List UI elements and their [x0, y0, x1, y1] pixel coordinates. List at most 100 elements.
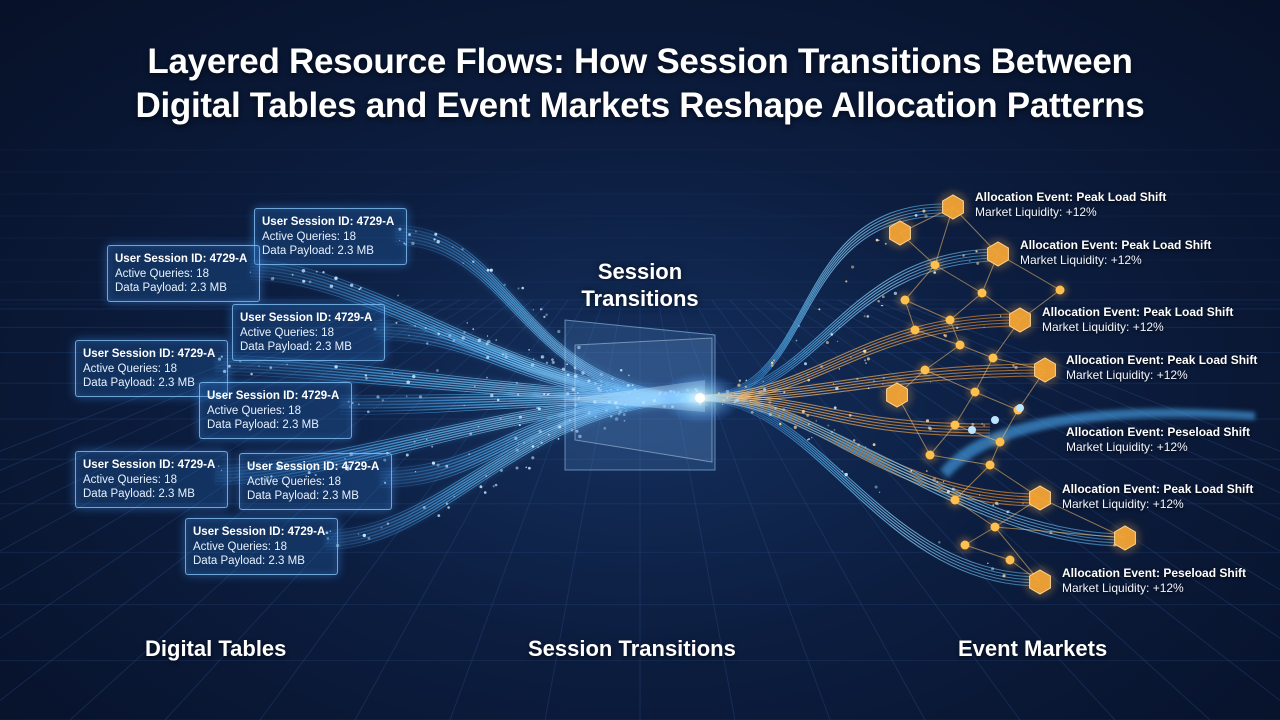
- flow-particle: [863, 350, 866, 353]
- flow-particle: [865, 446, 867, 448]
- flow-particle: [411, 242, 415, 246]
- flow-particle: [557, 330, 560, 333]
- flow-particle: [518, 443, 519, 444]
- flow-particle: [425, 327, 427, 329]
- flow-particle: [478, 426, 480, 428]
- flow-particle: [302, 269, 306, 273]
- flow-particle: [358, 533, 359, 534]
- flow-particle: [436, 369, 439, 372]
- flow-particle: [834, 406, 837, 409]
- network-node: [986, 461, 995, 470]
- node-glow: [1004, 304, 1036, 336]
- flow-particle: [763, 388, 766, 391]
- center-label-line-1: Session: [560, 258, 720, 285]
- network-node: [911, 326, 920, 335]
- flow-particle: [487, 269, 490, 272]
- flow-particle: [769, 413, 772, 416]
- flow-particle: [864, 359, 866, 361]
- flow-particle: [778, 415, 780, 417]
- flow-particle: [452, 246, 453, 247]
- flow-particle: [850, 356, 851, 357]
- flow-particle: [408, 335, 410, 337]
- flow-particle: [806, 414, 809, 417]
- flow-particle: [528, 467, 531, 470]
- flow-particle: [448, 334, 451, 337]
- flow-particle: [391, 373, 393, 375]
- flow-particle: [804, 362, 807, 365]
- flow-particle: [495, 339, 497, 341]
- flow-particle: [894, 292, 897, 295]
- flow-particle: [538, 407, 541, 410]
- network-node: [951, 421, 960, 430]
- flow-particle: [431, 446, 433, 448]
- network-node: [931, 261, 940, 270]
- flow-particle: [533, 309, 534, 310]
- flow-particle: [878, 240, 879, 241]
- flow-particle: [737, 384, 740, 387]
- data-payload: Data Payload: 2.3 MB: [83, 487, 221, 502]
- flow-particle: [408, 233, 411, 236]
- flow-particle: [820, 365, 823, 368]
- flow-particle: [851, 265, 854, 268]
- market-liquidity: Market Liquidity: +12%: [1066, 368, 1257, 383]
- flow-particle: [330, 284, 333, 287]
- session-id: User Session ID: 4729-A: [193, 525, 331, 540]
- flow-particle: [302, 280, 305, 283]
- active-queries: Active Queries: 18: [262, 230, 400, 245]
- node-glow: [884, 217, 916, 249]
- flow-particle: [436, 240, 439, 243]
- session-card: User Session ID: 4729-A Active Queries: …: [232, 304, 385, 361]
- flow-particle: [1000, 315, 1001, 316]
- flow-particle: [365, 377, 367, 379]
- flow-particle: [794, 358, 795, 359]
- flow-particle: [882, 305, 883, 306]
- session-card: User Session ID: 4729-A Active Queries: …: [107, 245, 260, 302]
- allocation-event-label: Allocation Event: Peseload Shift Market …: [1066, 425, 1250, 455]
- flow-particle: [532, 445, 535, 448]
- flow-particle: [486, 342, 489, 345]
- flow-particle: [447, 506, 450, 509]
- flow-particle: [775, 407, 777, 409]
- flow-particle: [1009, 510, 1010, 511]
- market-liquidity: Market Liquidity: +12%: [1020, 253, 1211, 268]
- flow-particle: [837, 341, 838, 342]
- network-node: [1006, 556, 1015, 565]
- flow-particle: [415, 231, 417, 233]
- flow-particle: [877, 300, 879, 302]
- active-queries: Active Queries: 18: [83, 362, 221, 377]
- session-transitions-label: Session Transitions: [560, 258, 720, 312]
- flow-particle: [273, 277, 275, 279]
- flow-particle: [831, 431, 834, 434]
- flow-particle: [486, 356, 489, 359]
- flow-particle: [543, 393, 545, 395]
- flow-particle: [531, 363, 534, 366]
- flow-particle: [865, 362, 867, 364]
- ribbon-node: [991, 416, 999, 424]
- flow-particle: [461, 248, 463, 250]
- allocation-event-label: Allocation Event: Peseload Shift Market …: [1062, 566, 1246, 596]
- flow-particle: [365, 374, 367, 376]
- flow-particle: [992, 504, 994, 506]
- active-queries: Active Queries: 18: [240, 326, 378, 341]
- flow-particle: [983, 424, 985, 426]
- allocation-event-label: Allocation Event: Peak Load Shift Market…: [1020, 238, 1211, 268]
- flow-particle: [926, 470, 928, 472]
- flow-particle: [546, 362, 548, 364]
- data-payload: Data Payload: 2.3 MB: [115, 281, 253, 296]
- flow-particle: [807, 439, 808, 440]
- flow-particle: [516, 382, 518, 384]
- flow-particle: [368, 537, 371, 540]
- flow-particle: [517, 287, 519, 289]
- flow-particle: [445, 465, 448, 468]
- flow-particle: [423, 506, 426, 509]
- flow-particle: [558, 425, 561, 428]
- flow-particle: [292, 274, 294, 276]
- allocation-event-label: Allocation Event: Peak Load Shift Market…: [1042, 305, 1233, 335]
- flow-particle: [883, 377, 885, 379]
- flow-particle: [468, 453, 470, 455]
- flow-particle: [944, 334, 947, 337]
- flow-particle: [853, 439, 855, 441]
- flow-particle: [845, 280, 847, 282]
- event-title: Allocation Event: Peak Load Shift: [1020, 238, 1211, 253]
